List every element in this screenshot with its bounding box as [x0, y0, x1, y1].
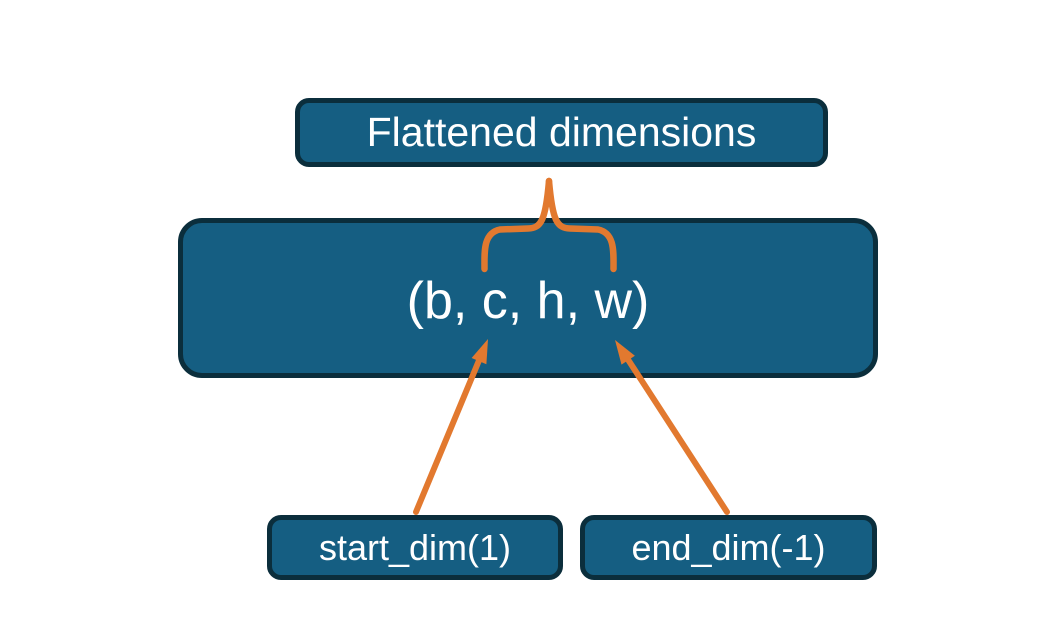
flattened-dimensions-label: Flattened dimensions — [366, 109, 757, 155]
tensor-shape-box: (b, c, h, w) — [178, 218, 878, 378]
tensor-shape-label: (b, c, h, w) — [406, 272, 650, 330]
end-dim-label: end_dim(-1) — [631, 526, 826, 568]
flattened-dimensions-box: Flattened dimensions — [295, 98, 828, 167]
start-dim-box: start_dim(1) — [267, 515, 563, 580]
start-dim-label: start_dim(1) — [318, 526, 512, 568]
end-dim-box: end_dim(-1) — [580, 515, 877, 580]
